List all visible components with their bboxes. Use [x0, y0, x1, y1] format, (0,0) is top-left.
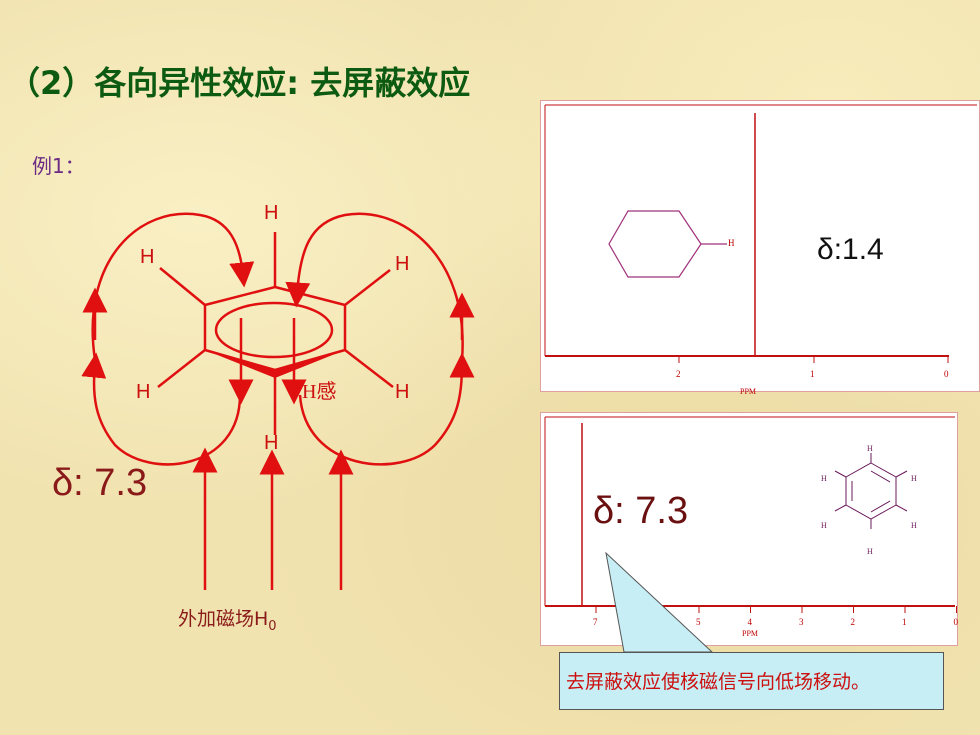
ring-bottom-wedge	[205, 350, 345, 378]
benzene-structure	[834, 453, 908, 529]
field-loop-left-lower	[81, 352, 242, 466]
cyclohexane-structure	[608, 210, 727, 278]
h-atom-bottom-right: H	[395, 381, 410, 403]
benzene-spectrum-delta-label: δ: 7.3	[593, 490, 689, 532]
field-loop-left	[91, 212, 255, 361]
h-atom-bottom: H	[264, 432, 279, 454]
benzene-axis-ticks	[595, 606, 957, 613]
ppm-label-bottom: PPM	[742, 629, 759, 638]
induced-field-label: H感	[302, 381, 337, 403]
ring-current-ellipse	[214, 301, 334, 359]
callout-text: 去屏蔽效应使核磁信号向低场移动。	[566, 671, 871, 693]
tick-label-top-2: 2	[676, 369, 681, 379]
ppm-label-top: PPM	[740, 387, 757, 396]
benzene-delta-label: δ: 7.3	[52, 462, 148, 504]
tick-label-bottom-0: 0	[953, 617, 959, 627]
deshielding-callout: 去屏蔽效应使核磁信号向低场移动。	[559, 652, 944, 710]
benzene-h-label: H	[911, 521, 917, 530]
benzene-h-label: H	[867, 547, 873, 556]
h-atom-top-left: H	[140, 246, 155, 268]
benzene-h-label: H	[911, 474, 917, 483]
bond-top-right	[344, 269, 391, 306]
example-label: 例1：	[32, 154, 85, 178]
bond-top-left	[159, 267, 206, 306]
cyclohexane-h-label: H	[728, 238, 735, 248]
cyclohexane-spectrum-plot	[544, 104, 977, 363]
tick-label-bottom-4: 4	[747, 617, 753, 627]
slide-title: （2）各向异性效应: 去屏蔽效应	[8, 64, 471, 102]
tick-label-bottom-7: 7	[593, 617, 598, 627]
h-atom-top: H	[264, 202, 279, 224]
tick-label-top-0: 0	[944, 369, 949, 379]
tick-label-bottom-2: 2	[850, 617, 856, 627]
tick-label-bottom-3: 3	[799, 617, 804, 627]
bond-bottom-right	[344, 349, 394, 388]
tick-label-bottom-5: 5	[696, 617, 701, 627]
benzene-ring-current-diagram	[81, 212, 475, 590]
h-atom-top-right: H	[395, 253, 410, 275]
benzene-h-label: H	[821, 474, 827, 483]
h-atom-bottom-left: H	[136, 381, 151, 403]
cyclohexane-spectrum	[540, 100, 980, 392]
benzene-h-label: H	[821, 521, 827, 530]
bond-bottom-left	[157, 349, 206, 388]
cyclohexane-delta-label: δ:1.4	[817, 233, 884, 266]
tick-label-bottom-1: 1	[902, 617, 907, 627]
tick-label-bottom-6: 6	[644, 617, 650, 627]
tick-label-top-1: 1	[810, 369, 815, 379]
field-loop-right	[285, 212, 464, 361]
benzene-h-label: H	[867, 444, 873, 453]
field-loop-right-lower	[298, 352, 475, 466]
applied-field-label: 外加磁场H0	[178, 608, 277, 634]
